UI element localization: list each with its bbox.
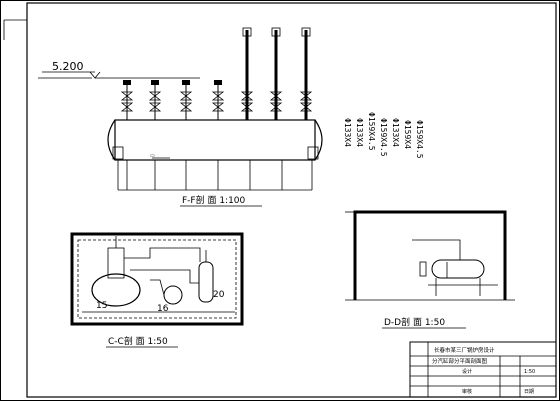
pipe-label-6: Φ159X4 — [403, 120, 412, 149]
dd-branch-pipe — [412, 239, 461, 260]
cc-room-inner — [77, 239, 237, 319]
section-ff-title: F-F剖 面 1:100 — [182, 194, 246, 206]
header-support-right — [307, 146, 319, 160]
section-ff: 5.200 ▭ — [38, 27, 424, 207]
elevation-text: 5.200 — [52, 60, 84, 73]
pipe-label-5: Φ133X4 — [391, 118, 400, 147]
drain-note: ▭ — [150, 153, 155, 159]
pipe-label-7: Φ159X4.5 — [415, 120, 424, 159]
riser-pipes-tall — [240, 27, 313, 120]
pipe-label-4: Φ159X4.5 — [379, 118, 388, 157]
branch-outlets-short — [120, 80, 225, 120]
title-block-cell-3: 1:50 — [524, 369, 535, 375]
cc-pipe-run-3 — [150, 279, 165, 296]
cc-item-16: 16 — [157, 304, 169, 314]
dd-room-wall — [353, 210, 507, 300]
pipe-label-3: Φ159X4.5 — [367, 112, 376, 151]
title-block-drawing: 分汽缸部分平面剖面图 — [432, 357, 488, 365]
title-block-cell-2: 审核 — [462, 388, 472, 395]
title-block: 长春市某三厂锅炉房设计 分汽缸部分平面剖面图 设计 审核 1:50 日期 — [409, 341, 557, 398]
title-block-cell-1: 设计 — [462, 368, 472, 375]
cc-pipe-run-2 — [130, 269, 199, 284]
cc-room-wall — [70, 232, 244, 326]
title-block-cell-4: 日期 — [524, 389, 534, 395]
pipe-label-2: Φ133X4 — [355, 118, 364, 147]
header-support-left — [112, 146, 124, 160]
section-cc-title: C-C剖 面 1:50 — [108, 335, 168, 347]
sheet-inner-border — [26, 2, 557, 398]
steam-header-vessel — [114, 119, 316, 161]
title-block-project: 长春市某三厂锅炉房设计 — [434, 346, 495, 354]
cc-item-15: 15 — [96, 301, 107, 311]
header-right-head — [314, 119, 323, 161]
pipe-label-1: Φ133X4 — [343, 118, 352, 147]
section-cc: 15 16 20 C-C剖 面 1:50 — [70, 232, 244, 348]
section-dd: D-D剖 面 1:50 — [345, 210, 515, 329]
ff-dimension-ticks — [118, 160, 312, 191]
dd-steam-header — [431, 259, 485, 279]
cc-pipe-run-1 — [124, 247, 201, 262]
dd-valve — [419, 261, 427, 277]
cc-item-20: 20 — [213, 290, 225, 300]
section-dd-title: D-D剖 面 1:50 — [384, 316, 445, 328]
cc-main-tank — [91, 273, 141, 307]
title-block-frame — [409, 341, 557, 398]
